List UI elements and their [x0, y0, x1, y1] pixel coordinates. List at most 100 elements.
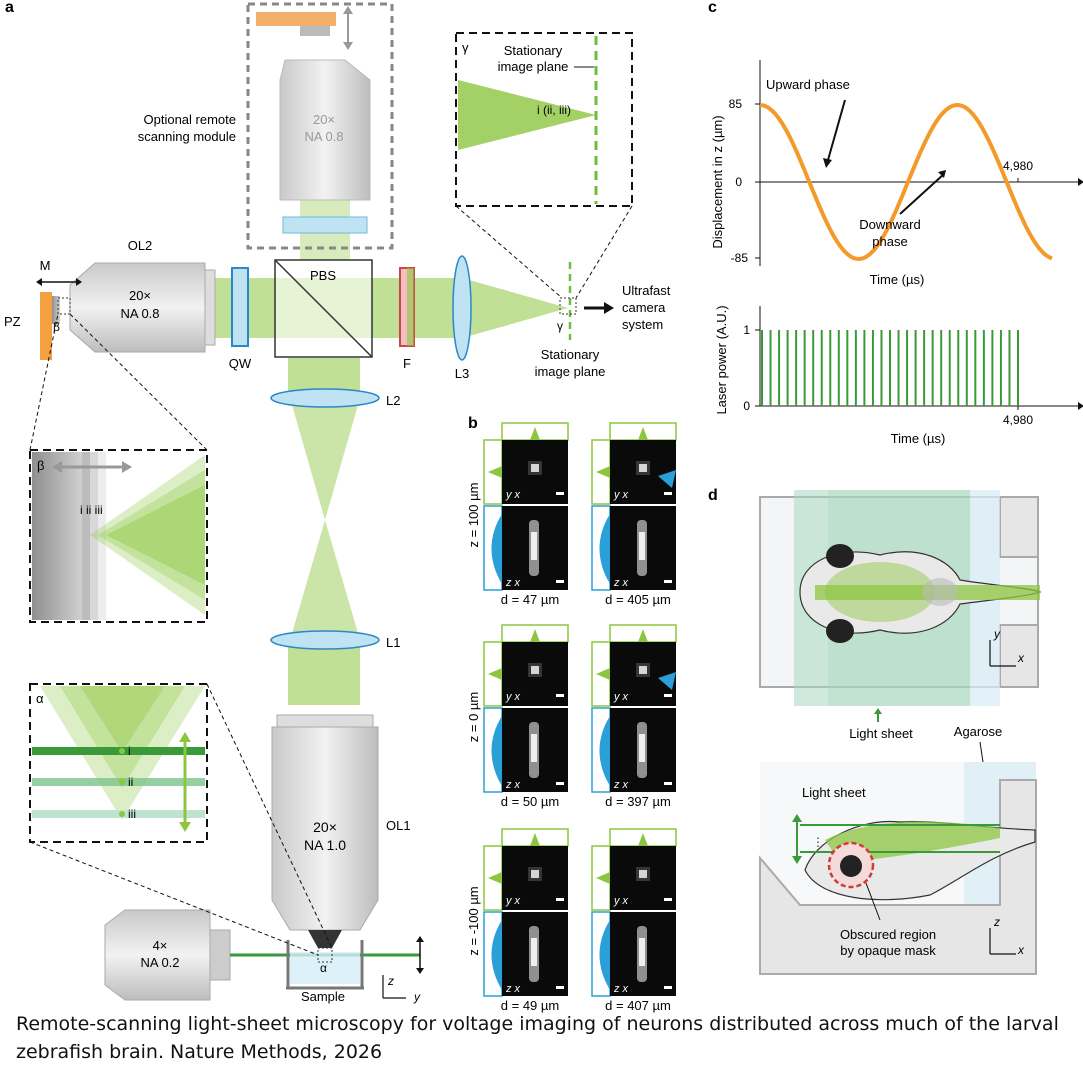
- scale-bar: [664, 694, 672, 697]
- scale-bar: [556, 898, 564, 901]
- psf-xy-spot: [639, 870, 647, 878]
- bottom-xtick: 4,980: [1003, 413, 1033, 427]
- ol2-na: NA 0.8: [120, 306, 159, 321]
- d-axis-y: y: [993, 627, 1001, 641]
- distance-label: d = 407 µm: [605, 998, 671, 1013]
- xz-axis-glyph: z x: [505, 779, 521, 791]
- displacement-trace: [759, 102, 1053, 262]
- xz-axis-glyph: z x: [505, 983, 521, 995]
- z-plane-label: z = 100 µm: [466, 483, 481, 548]
- profile-peak: [530, 629, 540, 642]
- inset-gamma-points: i (ii, iii): [537, 103, 571, 117]
- psf-xy-spot: [639, 666, 647, 674]
- gamma-marker: γ: [557, 319, 563, 333]
- mirror-label: M: [40, 258, 51, 273]
- psf-xy-halo: [636, 461, 650, 475]
- distance-label: d = 50 µm: [501, 794, 559, 809]
- remote-scanning-module: 20× NA 0.8: [246, 2, 394, 250]
- downward-phase-label-2: phase: [872, 234, 907, 249]
- profile-peak: [638, 629, 648, 642]
- axes-xy-top: [989, 640, 1016, 667]
- axial-profile: [491, 716, 502, 786]
- psf-xy-halo: [636, 867, 650, 881]
- xy-axis-glyph: y x: [505, 489, 521, 501]
- top-ytick-neg85: -85: [731, 251, 749, 265]
- arrowhead-marker: [658, 470, 676, 488]
- camera-label-3: system: [622, 317, 663, 332]
- bottom-ytick-1: 1: [743, 323, 750, 337]
- inset-alpha-label: α: [36, 691, 44, 706]
- inset-gamma-stationary-1: Stationary: [504, 43, 563, 58]
- obscured-label-2: by opaque mask: [840, 943, 936, 958]
- profile-peak: [530, 833, 540, 846]
- axial-profile: [599, 514, 610, 584]
- laser-pulses: [761, 330, 1019, 406]
- distance-label: d = 49 µm: [501, 998, 559, 1013]
- pbs-label: PBS: [310, 268, 336, 283]
- psf-xy-spot: [531, 666, 539, 674]
- bottom-xlabel: Time (µs): [891, 431, 946, 446]
- figure: a 20× NA 0.8 Optional remote scanning mo…: [4, 0, 1083, 1013]
- lens-l2: [270, 388, 380, 408]
- profile-peak: [488, 668, 502, 680]
- profile-peak: [596, 668, 610, 680]
- inset-gamma-stationary-2: image plane: [498, 59, 569, 74]
- obscured-label-1: Obscured region: [840, 927, 936, 942]
- xy-axis-glyph: y x: [613, 489, 629, 501]
- piezo-label: PZ: [4, 314, 21, 329]
- downward-phase-label-1: Downward: [859, 217, 920, 232]
- axis-z-label: z: [387, 974, 394, 988]
- figure-caption: Remote-scanning light-sheet microscopy f…: [16, 1013, 1059, 1063]
- l1-label: L1: [386, 635, 400, 650]
- module-label-line1: Optional remote: [144, 112, 237, 127]
- objective-ol1: [271, 714, 379, 948]
- stationary-label-2: image plane: [535, 364, 606, 379]
- xz-axis-glyph: z x: [505, 577, 521, 589]
- z-plane-label: z = 0 µm: [466, 692, 481, 742]
- psf-xy-spot: [639, 464, 647, 472]
- svg-text:⋮: ⋮: [812, 835, 824, 849]
- beta-marker: β: [53, 320, 60, 334]
- axial-profile: [599, 920, 610, 990]
- top-ytick-85: 85: [729, 97, 743, 111]
- profile-peak: [596, 872, 610, 884]
- inset-gamma: [455, 32, 633, 299]
- psf-xz-core: [639, 532, 645, 560]
- waveform-plots: [755, 60, 1083, 410]
- filter-label: F: [403, 356, 411, 371]
- profile-peak: [530, 427, 540, 440]
- xy-axis-glyph: y x: [613, 691, 629, 703]
- inset-beta: [29, 313, 208, 623]
- psf-xy-halo: [636, 663, 650, 677]
- agarose-label: Agarose: [954, 724, 1002, 739]
- profile-peak: [596, 466, 610, 478]
- scale-bar: [664, 580, 672, 583]
- ol1-mag: 20×: [313, 819, 337, 835]
- psf-xz-core: [531, 938, 537, 966]
- bottom-ylabel: Laser power (A.U.): [714, 305, 729, 414]
- psf-xz-core: [531, 734, 537, 762]
- objective-illumination: [104, 909, 420, 1001]
- top-ylabel: Displacement in z (µm): [710, 115, 725, 248]
- distance-label: d = 397 µm: [605, 794, 671, 809]
- module-objective-na: NA 0.8: [304, 129, 343, 144]
- alpha-marker: α: [320, 961, 327, 975]
- psf-xy-spot: [531, 870, 539, 878]
- illumination-na: NA 0.2: [140, 955, 179, 970]
- qw-label: QW: [229, 356, 252, 371]
- axial-profile: [491, 920, 502, 990]
- inset-gamma-label: γ: [462, 40, 469, 55]
- xy-axis-glyph: y x: [613, 895, 629, 907]
- axes-zx-side: [989, 928, 1016, 955]
- polarizing-beam-splitter: [274, 259, 373, 358]
- piezo-actuator: [40, 292, 52, 360]
- scale-bar: [556, 986, 564, 989]
- objective-ol2: [69, 262, 216, 353]
- illumination-mag: 4×: [153, 938, 168, 953]
- inset-alpha-iii: iii: [128, 807, 136, 821]
- profile-peak: [488, 466, 502, 478]
- module-objective-mag: 20×: [313, 112, 335, 127]
- psf-xz-core: [531, 532, 537, 560]
- psf-image-grid: y xz xd = 47 µmy xz xd = 405 µmz = 100 µ…: [466, 422, 677, 1013]
- axial-profile: [599, 716, 610, 786]
